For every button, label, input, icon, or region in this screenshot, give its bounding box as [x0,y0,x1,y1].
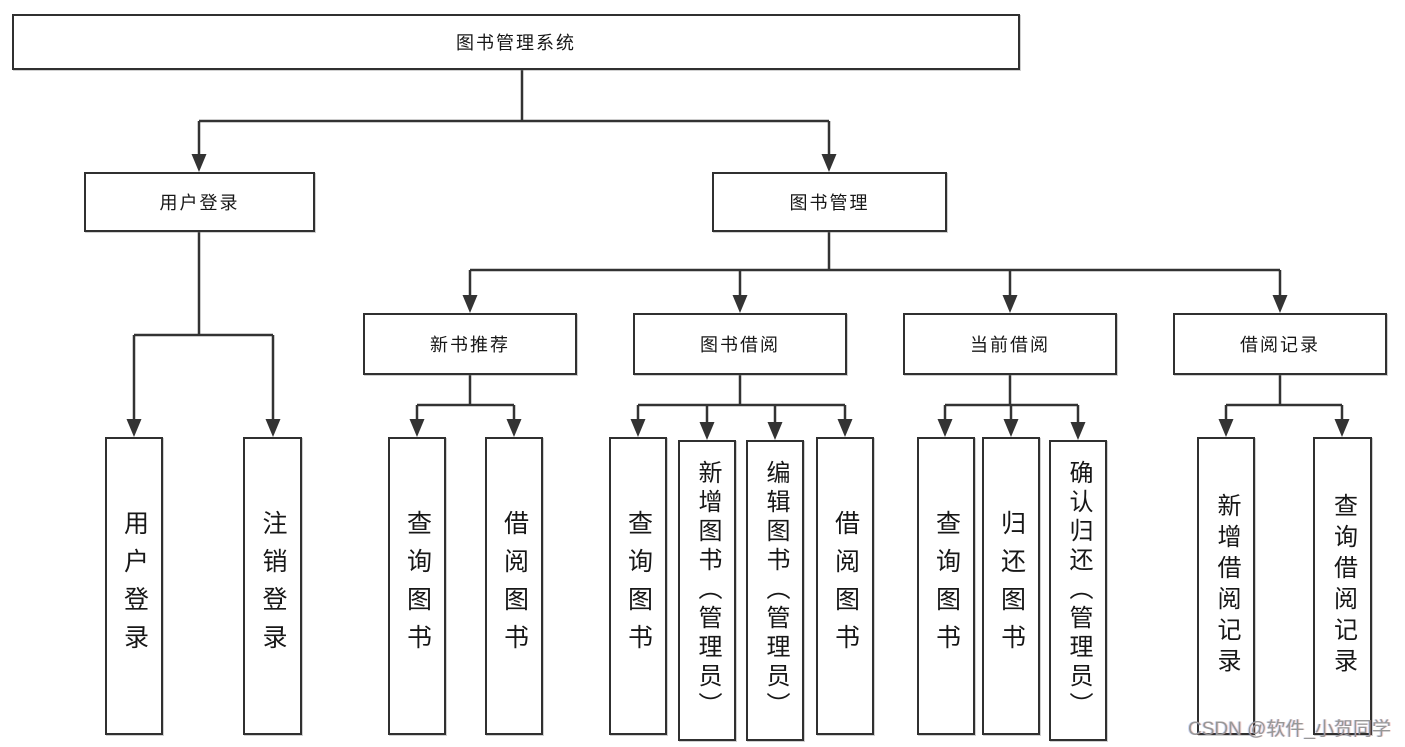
arrowhead-icon [699,422,715,440]
leaf-user-login-label: 用户登录 [120,510,149,662]
leaf-query-borrow-record: 查询借阅记录 [1313,437,1372,735]
node-new-book-recommend-label: 新书推荐 [430,335,510,355]
leaf-confirm-return-admin-label: 确认归还（管理员） [1065,460,1092,721]
leaf-confirm-return-admin: 确认归还（管理员） [1049,440,1107,741]
leaf-add-book-admin-label: 新增图书（管理员） [694,460,721,721]
arrowhead-icon [937,419,953,437]
leaf-edit-book-admin-label: 编辑图书（管理员） [762,460,789,721]
node-root-label: 图书管理系统 [456,33,576,53]
leaf-borrow-books-borrowing-label: 借阅图书 [831,510,860,662]
connector-root [197,70,831,156]
leaf-add-book-admin: 新增图书（管理员） [678,440,736,741]
connector-book-management [468,232,1282,299]
arrowhead-icon [1218,419,1234,437]
arrowhead-icon [1002,295,1018,313]
connector-new-book [415,375,516,421]
leaf-borrow-books-borrowing: 借阅图书 [816,437,874,735]
connector-borrowing-records [1224,375,1344,421]
arrowhead-icon [265,419,281,437]
leaf-add-borrow-record-label: 新增借阅记录 [1213,493,1240,679]
leaf-user-login: 用户登录 [105,437,163,735]
arrowhead-icon [821,154,837,172]
node-user-login: 用户登录 [84,172,315,232]
node-book-management-label: 图书管理 [789,193,870,213]
arrowhead-icon [767,422,783,440]
arrowhead-icon [630,419,646,437]
leaf-return-books: 归还图书 [982,437,1040,735]
leaf-logout: 注销登录 [243,437,302,735]
arrowhead-icon [462,295,478,313]
leaf-query-books-borrowing: 查询图书 [609,437,667,735]
connector-user-login [132,232,275,421]
node-root: 图书管理系统 [12,14,1020,70]
leaf-logout-label: 注销登录 [259,510,287,662]
arrowhead-icon [1272,295,1288,313]
leaf-query-books-recommend: 查询图书 [388,437,446,735]
csdn-watermark: CSDN @软件_小贺同学 [1188,719,1391,740]
arrowhead-icon [732,295,748,313]
leaf-query-books-recommend-label: 查询图书 [403,510,432,662]
leaf-add-borrow-record: 新增借阅记录 [1197,437,1255,735]
node-book-borrowing: 图书借阅 [633,313,847,375]
leaf-return-books-label: 归还图书 [997,510,1026,662]
connector-current-borrowing [943,375,1080,424]
arrowhead-icon [837,419,853,437]
node-borrowing-records: 借阅记录 [1173,313,1387,375]
leaf-query-books-current-label: 查询图书 [932,510,961,662]
leaf-query-books-current: 查询图书 [917,437,975,735]
leaf-query-books-borrowing-label: 查询图书 [624,510,653,662]
node-book-borrowing-label: 图书借阅 [700,335,780,355]
arrowhead-icon [126,419,142,437]
node-new-book-recommend: 新书推荐 [363,313,577,375]
arrowhead-icon [1070,422,1086,440]
arrowhead-icon [409,419,425,437]
node-user-login-label: 用户登录 [159,193,240,213]
leaf-query-borrow-record-label: 查询借阅记录 [1329,493,1357,679]
node-current-borrowing-label: 当前借阅 [970,335,1050,355]
leaf-borrow-books-recommend: 借阅图书 [485,437,543,735]
node-borrowing-records-label: 借阅记录 [1240,335,1320,355]
arrowhead-icon [1003,419,1019,437]
leaf-borrow-books-recommend-label: 借阅图书 [500,510,529,662]
arrowhead-icon [191,154,207,172]
arrowhead-icon [506,419,522,437]
arrowhead-icon [1334,419,1350,437]
node-current-borrowing: 当前借阅 [903,313,1117,375]
connector-book-borrowing [636,375,847,424]
leaf-edit-book-admin: 编辑图书（管理员） [746,440,804,741]
node-book-management: 图书管理 [712,172,947,232]
